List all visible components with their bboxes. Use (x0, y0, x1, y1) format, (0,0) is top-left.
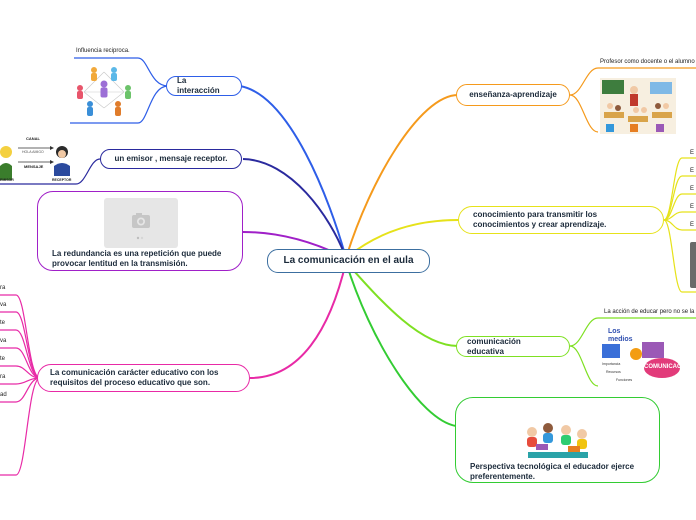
emisor-tag-label: EMISOR (0, 178, 14, 182)
node-ensenanza-label: enseñanza-aprendizaje (469, 90, 557, 100)
node-caracter-label: La comunicación carácter educativo con l… (50, 368, 219, 387)
emisor-mensaje-label: MENSAJE (24, 164, 44, 169)
emisor-receptor-label: RECEPTOR (52, 178, 72, 182)
connector-ensenanza-image (569, 94, 599, 133)
branch-ensenanza (345, 94, 459, 259)
connector-ensenanza-note (569, 67, 696, 96)
classroom-image (600, 78, 676, 134)
medios-tag-3: Funciones (616, 378, 633, 382)
caracter-subitem-5: te (0, 356, 6, 362)
interaccion-note: Influencia reciproca. (76, 48, 130, 54)
emisor-small-note: HOLA AMIGO (22, 150, 44, 154)
medios-word: COMUNICACIÓN (644, 364, 692, 370)
node-ensenanza[interactable]: enseñanza-aprendizaje (456, 84, 570, 106)
branch-caracter (249, 261, 347, 379)
node-emisor[interactable]: un emisor , mensaje receptor. (100, 149, 242, 169)
node-perspectiva[interactable]: Perspectiva tecnológica el educador ejer… (455, 397, 660, 483)
central-topic[interactable]: La comunicación en el aula (267, 249, 430, 273)
conocimiento-subitem-5: E (690, 222, 695, 228)
node-educativa-label: comunicación educativa (467, 336, 521, 356)
connector-emisor-image (0, 158, 101, 185)
node-perspectiva-label: Perspectiva tecnológica el educador ejer… (470, 462, 635, 481)
conocimiento-image-edge (690, 242, 696, 288)
node-interaccion[interactable]: La interacción (166, 76, 242, 96)
central-topic-label: La comunicación en el aula (283, 255, 414, 266)
node-emisor-label: un emisor , mensaje receptor. (114, 154, 228, 164)
conocimiento-subitem-3: E (690, 186, 695, 192)
caracter-subitem-2: va (0, 302, 7, 308)
emisor-canal-label: CANAL (26, 136, 40, 141)
medios-title: Los medios (608, 328, 633, 343)
connector-interaccion-note (74, 57, 169, 87)
ensenanza-note: Profesor como docente o el alumno (600, 59, 695, 65)
medios-tag-1: Importancia (602, 362, 621, 366)
kids-reading-image (527, 423, 588, 458)
connector-educativa-image (569, 345, 599, 387)
node-conocimiento[interactable]: conocimiento para transmitir los conocim… (458, 206, 664, 234)
conocimiento-subconnectors (663, 157, 696, 293)
caracter-subconnectors (0, 294, 41, 476)
node-redundancia[interactable]: La redundancia es una repetición que pue… (37, 191, 243, 271)
caracter-subitem-4: va (0, 338, 7, 344)
node-redundancia-label: La redundancia es una repetición que pue… (52, 249, 222, 268)
conocimiento-subitem-1: E (690, 150, 695, 156)
caracter-subitem-6: ra (0, 374, 6, 380)
node-interaccion-label: La interacción (177, 76, 220, 95)
caracter-subitem-1: ra (0, 285, 6, 291)
emisor-receptor-image (0, 146, 70, 180)
connector-interaccion-image (137, 85, 169, 124)
caracter-subitem-3: te (0, 320, 6, 326)
node-caracter[interactable]: La comunicación carácter educativo con l… (37, 364, 250, 392)
branch-perspectiva (345, 261, 457, 427)
caracter-subitem-7: ad (0, 392, 7, 398)
people-network-image (77, 67, 131, 116)
camera-icon (132, 213, 150, 240)
branch-educativa (345, 261, 459, 347)
medios-comunicacion-image: Los medios COMUNICACIÓN Importancia Recu… (600, 324, 692, 386)
conocimiento-subitem-2: E (690, 168, 695, 174)
branch-emisor (242, 158, 347, 259)
branch-interaccion (239, 85, 347, 259)
conocimiento-subitem-4: E (690, 204, 695, 210)
node-educativa[interactable]: comunicación educativa (456, 336, 570, 357)
image-placeholder (104, 198, 178, 248)
educativa-note: La acción de educar pero no se la (604, 309, 695, 315)
medios-graphic (602, 342, 680, 378)
node-conocimiento-label: conocimiento para transmitir los conocim… (473, 210, 607, 229)
connector-educativa-note (569, 317, 696, 347)
medios-tag-2: Recursos (606, 370, 621, 374)
